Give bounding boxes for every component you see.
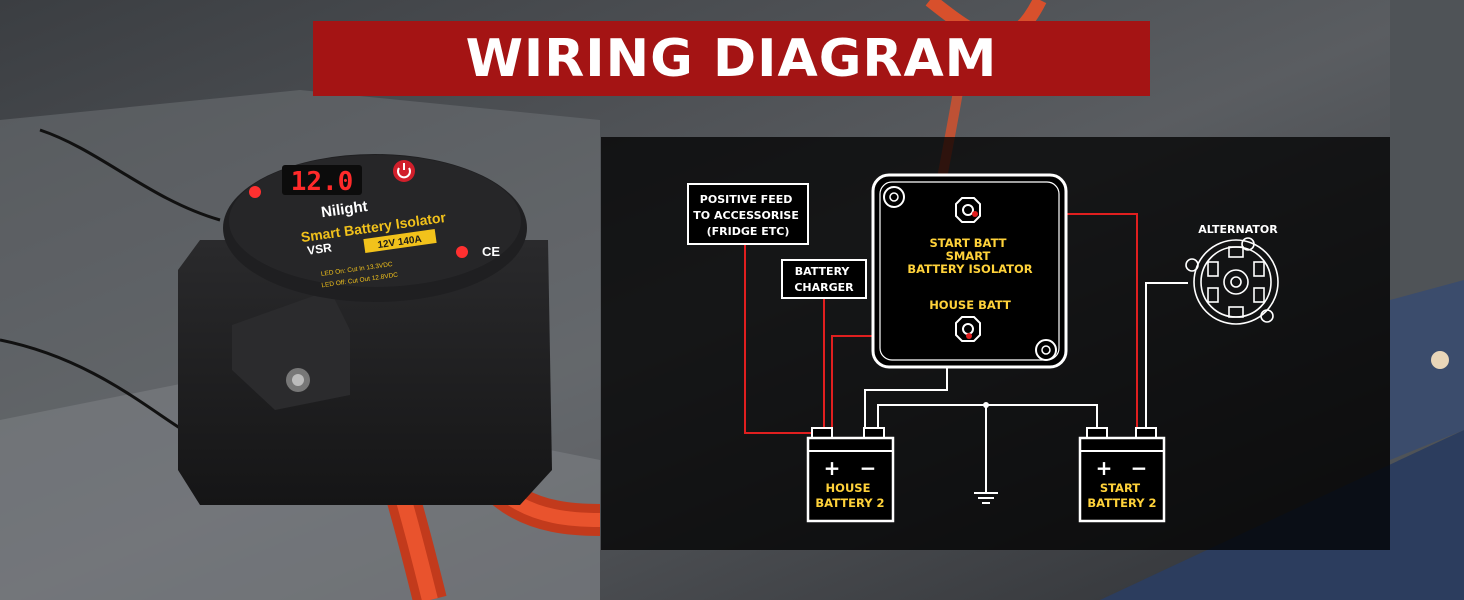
start-battery-label-2: BATTERY 2 bbox=[1087, 496, 1156, 510]
svg-text:START BATTERY 2: START BATTERY 2 bbox=[1087, 481, 1156, 510]
ground-symbol-icon bbox=[974, 492, 998, 504]
device-display-reading: 12.0 bbox=[291, 167, 354, 197]
device-model: VSR bbox=[306, 240, 333, 257]
power-button-icon bbox=[393, 160, 415, 182]
isolator-smart-label: SMART bbox=[946, 249, 991, 263]
start-battery-label-1: START bbox=[1100, 481, 1140, 495]
led-indicator-right bbox=[456, 246, 468, 258]
svg-text:BATTERY CHARGER: BATTERY CHARGER bbox=[794, 265, 854, 294]
house-battery-plus: + bbox=[824, 456, 841, 480]
positive-feed-line-2: TO ACCESSORISE bbox=[693, 209, 799, 222]
svg-text:START BATT SMART B: START BATT SMART BATTERY ISOLATOR bbox=[907, 236, 1032, 276]
battery-charger-line-2: CHARGER bbox=[794, 281, 854, 294]
start-terminal-icon bbox=[955, 197, 981, 223]
title-banner: WIRING DIAGRAM bbox=[313, 21, 1150, 96]
battery-charger-line-1: BATTERY bbox=[795, 265, 851, 278]
isolator-name-label: BATTERY ISOLATOR bbox=[907, 262, 1032, 276]
start-battery-minus: − bbox=[1131, 456, 1148, 480]
led-indicator-left bbox=[249, 186, 261, 198]
start-battery-plus: + bbox=[1096, 456, 1113, 480]
svg-text:POSITIVE FEED TO ACCESSORI: POSITIVE FEED TO ACCESSORISE (FRIDGE ETC… bbox=[693, 193, 802, 238]
positive-feed-line-1: POSITIVE FEED bbox=[700, 193, 793, 206]
house-battery-icon bbox=[806, 427, 895, 523]
positive-feed-line-3: (FRIDGE ETC) bbox=[707, 225, 790, 238]
start-battery-icon bbox=[1078, 427, 1166, 523]
device-certification: CE bbox=[482, 244, 500, 259]
alternator-icon bbox=[1185, 237, 1279, 325]
isolator-start-label: START BATT bbox=[929, 236, 1006, 250]
page-title: WIRING DIAGRAM bbox=[465, 28, 998, 89]
house-battery-label-2: BATTERY 2 bbox=[815, 496, 884, 510]
house-battery-label-1: HOUSE bbox=[826, 481, 871, 495]
isolator-house-label: HOUSE BATT bbox=[929, 298, 1011, 312]
ground-junction-dot bbox=[983, 402, 989, 408]
positive-feed-box bbox=[687, 183, 809, 245]
isolator-unit: START BATT SMART BATTERY ISOLATOR HOUSE … bbox=[871, 173, 1068, 369]
battery-charger-box bbox=[781, 259, 867, 299]
device-brand: Nilight bbox=[320, 198, 369, 221]
house-battery-minus: − bbox=[860, 456, 877, 480]
svg-text:HOUSE BATTERY 2: HOUSE BATTERY 2 bbox=[815, 481, 884, 510]
alternator-label: ALTERNATOR bbox=[1198, 223, 1278, 236]
